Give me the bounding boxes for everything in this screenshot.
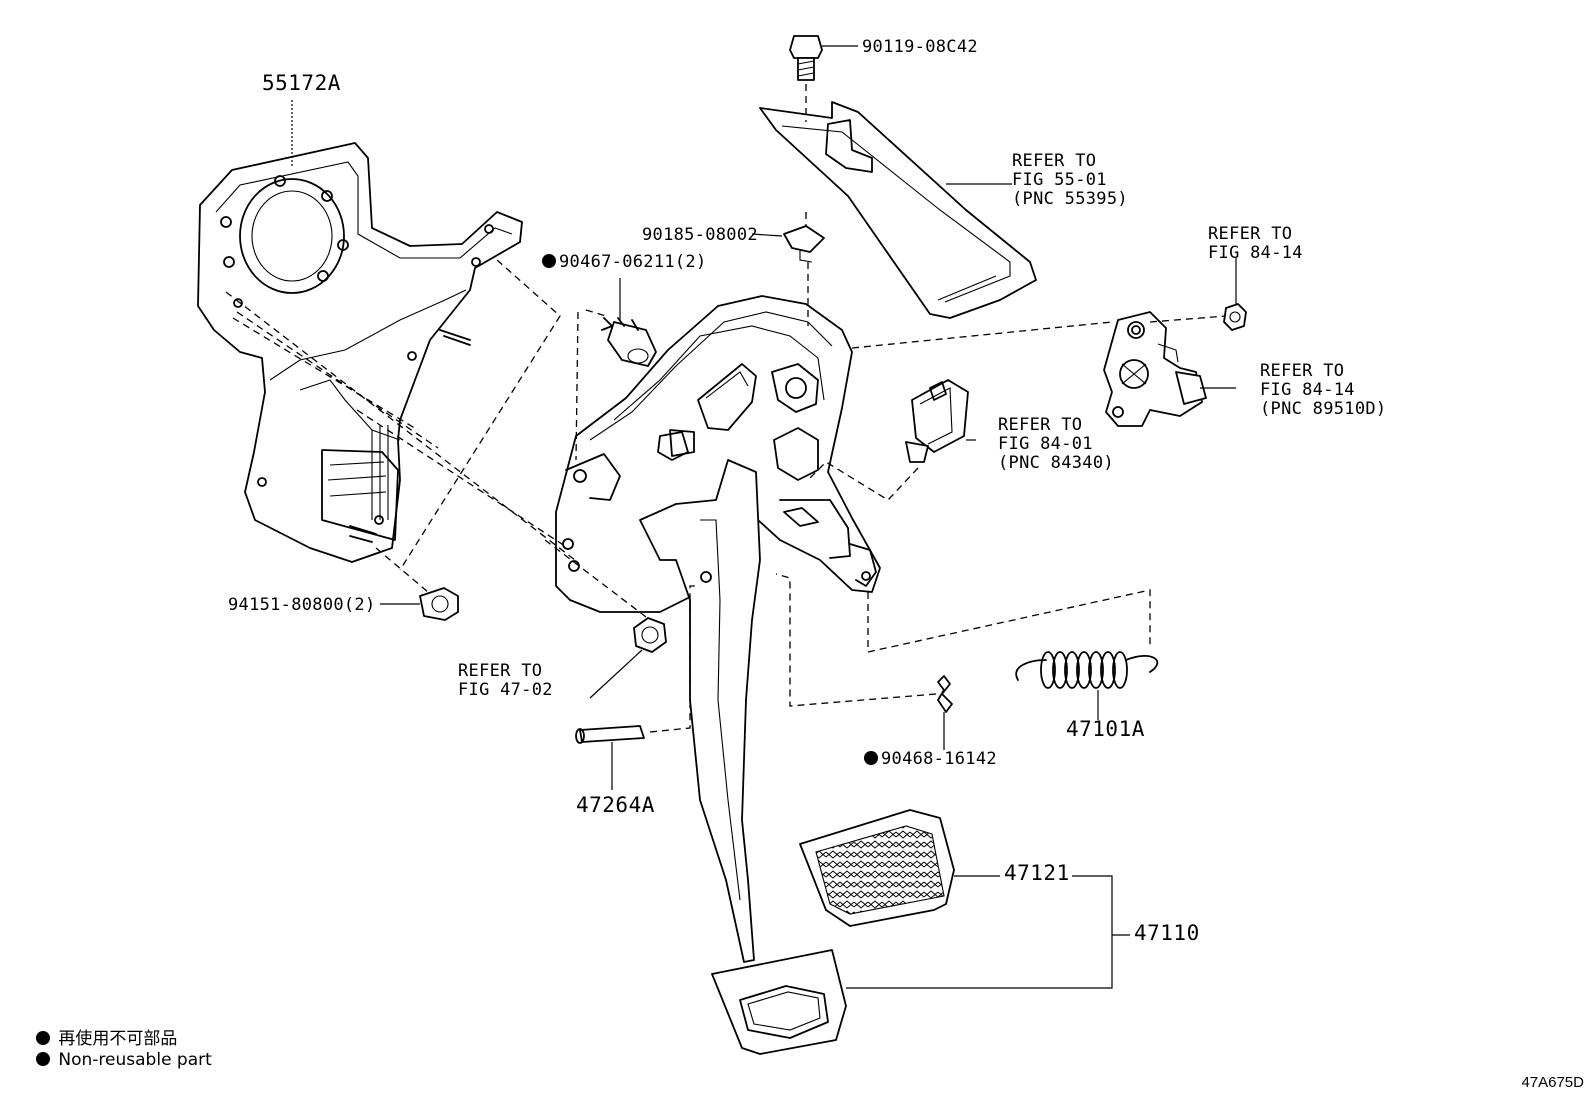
bracket-dashed-leaders: [225, 259, 651, 621]
ref-line: FIG 47-02: [458, 680, 553, 700]
label-47264a: 47264A: [576, 793, 655, 817]
diagram-code: 47A675D: [1521, 1074, 1584, 1091]
clip-90468: [937, 675, 953, 713]
legend-jp-text: 再使用不可部品: [58, 1029, 178, 1049]
label-90185: 90185-08002: [642, 225, 758, 245]
pin-47264a: [575, 725, 645, 744]
non-reusable-marker-icon: [864, 751, 878, 765]
ref-line: (PNC 84340): [998, 453, 1114, 473]
ref-line: FIG 84-01: [998, 434, 1093, 454]
label-55172a: 55172A: [262, 71, 341, 95]
non-reusable-marker-icon: [36, 1052, 50, 1066]
bracket-55172a: [197, 142, 523, 563]
ref-line: REFER TO: [1208, 224, 1293, 244]
label-refer-fig84-14-pnc: REFER TO FIG 84-14 (PNC 89510D): [1260, 362, 1386, 419]
ref-line: FIG 55-01: [1012, 170, 1107, 190]
non-reusable-marker-icon: [36, 1031, 50, 1045]
legend-en: Non-reusable part: [36, 1050, 212, 1070]
ref-line: REFER TO: [1012, 151, 1097, 171]
label-refer-fig55-01: REFER TO FIG 55-01 (PNC 55395): [1012, 152, 1128, 209]
ref-line: REFER TO: [458, 661, 543, 681]
bolt-90119: [789, 35, 823, 81]
part-number: 90468-16142: [881, 749, 997, 769]
nut-fig47-02: [633, 617, 667, 653]
pedal-main-bracket: [555, 295, 881, 613]
label-47121: 47121: [1004, 861, 1070, 885]
ref-line: REFER TO: [998, 415, 1083, 435]
label-refer-fig47-02: REFER TO FIG 47-02: [458, 662, 553, 700]
label-90119: 90119-08C42: [862, 37, 978, 57]
ref-line: FIG 84-14: [1208, 243, 1303, 263]
pedal-pad-47121: [799, 809, 955, 927]
label-90467: 90467-06211(2): [542, 253, 707, 272]
nut-94151: [419, 587, 459, 621]
pedal-support-bracket: [759, 101, 1037, 319]
stop-lamp-switch-89510d: [1103, 311, 1207, 427]
switch-sensor-84340: [905, 379, 969, 463]
ref-line: (PNC 89510D): [1260, 399, 1387, 419]
spring-47101a: [1015, 651, 1159, 689]
label-94151: 94151-80800(2): [228, 595, 376, 615]
label-90468: 90468-16142: [864, 750, 997, 769]
non-reusable-marker-icon: [542, 254, 556, 268]
legend-jp: 再使用不可部品: [36, 1024, 177, 1049]
part-number: 90467-06211(2): [559, 252, 707, 272]
nut-fig84-14: [1223, 303, 1247, 331]
label-refer-fig84-14-top: REFER TO FIG 84-14: [1208, 225, 1303, 263]
ref-line: (PNC 55395): [1012, 189, 1128, 209]
pedal-pad-lower: [711, 949, 847, 1055]
clip-90185: [783, 225, 825, 263]
pedal-arm-47110: [639, 429, 761, 963]
label-refer-fig84-01: REFER TO FIG 84-01 (PNC 84340): [998, 416, 1114, 473]
legend-en-text: Non-reusable part: [58, 1050, 212, 1070]
switch-90467: [601, 317, 657, 367]
ref-line: FIG 84-14: [1260, 380, 1355, 400]
label-47101a: 47101A: [1066, 717, 1145, 741]
ref-line: REFER TO: [1260, 361, 1345, 381]
label-47110: 47110: [1134, 921, 1200, 945]
